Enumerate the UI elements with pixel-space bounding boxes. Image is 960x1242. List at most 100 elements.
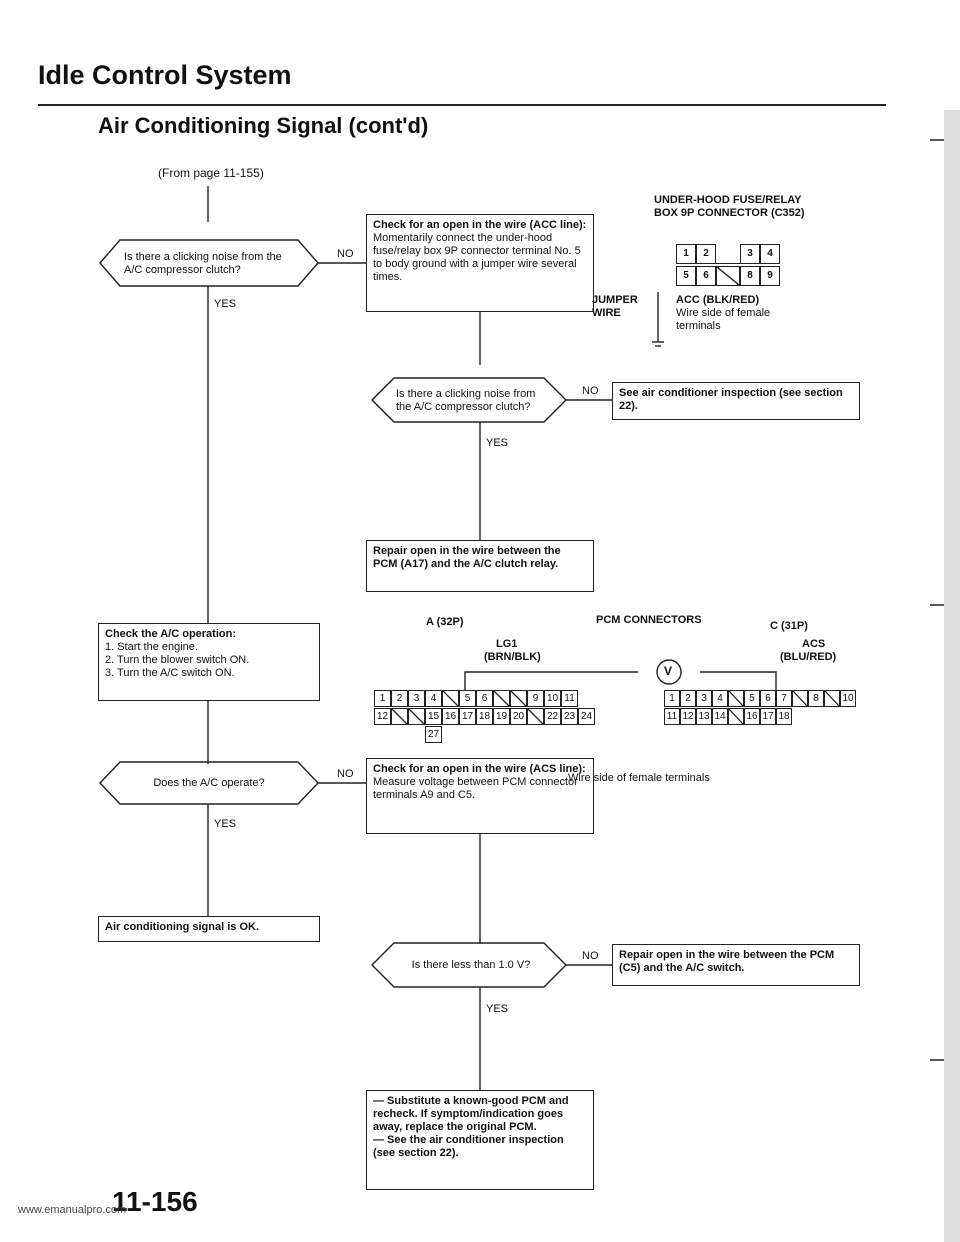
pcm-cell: 12 xyxy=(374,708,391,725)
pcm-cell: 11 xyxy=(664,708,680,725)
pcm-cell: 6 xyxy=(760,690,776,707)
pcm-cell-empty xyxy=(728,690,744,707)
pcm-cell: 4 xyxy=(712,690,728,707)
pcm-c-label: C (31P) xyxy=(770,620,808,632)
pcm-cell: 3 xyxy=(696,690,712,707)
fuse-note-line1: Wire side of female xyxy=(676,307,771,319)
fuse-connector-grid: 1 2 3 4 5 6 8 9 xyxy=(676,244,786,288)
fuse-cell: 3 xyxy=(740,244,760,264)
pcm-cell: 17 xyxy=(459,708,476,725)
pcm-cell: 18 xyxy=(476,708,493,725)
pcm-cell: 15 xyxy=(425,708,442,725)
pcm-cell: 5 xyxy=(744,690,760,707)
pcm-cell: 11 xyxy=(561,690,578,707)
pcm-cell-empty xyxy=(391,708,408,725)
check-open-acs-head: Check for an open in the wire (ACS line)… xyxy=(373,763,586,775)
fuse-cell-empty xyxy=(716,244,740,264)
acs-color: (BLU/RED) xyxy=(780,651,837,663)
pcm-cell-empty xyxy=(510,690,527,707)
fuse-cell-empty xyxy=(716,266,740,286)
page-title: Idle Control System xyxy=(38,60,292,90)
signal-ok-box: Air conditioning signal is OK. xyxy=(98,916,320,942)
repair-c5-box: Repair open in the wire between the PCM … xyxy=(612,944,860,986)
voltmeter-symbol: V xyxy=(664,664,673,678)
pcm-cell: 10 xyxy=(544,690,561,707)
pcm-cell: 27 xyxy=(425,726,442,743)
acs-label: ACS (BLU/RED) xyxy=(780,638,836,664)
pcm-cell: 17 xyxy=(760,708,776,725)
fuse-cell: 8 xyxy=(740,266,760,286)
pcm-cell-empty xyxy=(824,690,840,707)
acc-wire-color: ACC (BLK/RED) xyxy=(676,294,760,306)
fuse-cell: 5 xyxy=(676,266,696,286)
question-clicking-noise-2: Is there a clicking noise from the A/C c… xyxy=(396,388,536,413)
jumper-wire-line1: JUMPER xyxy=(592,294,638,306)
q2-yes-label: YES xyxy=(486,437,509,449)
q2-no-label: NO xyxy=(582,385,599,397)
question-ac-operate: Does the A/C operate? xyxy=(153,777,265,789)
pcm-cell-empty xyxy=(792,690,808,707)
q1-yes-label: YES xyxy=(214,298,237,310)
substitute-pcm-text: — Substitute a known-good PCM and rechec… xyxy=(373,1095,569,1133)
jumper-wire-label: JUMPER WIRE xyxy=(592,294,638,320)
pcm-cell: 10 xyxy=(840,690,856,707)
repair-a17-text: Repair open in the wire between the PCM … xyxy=(373,545,561,570)
check-open-acc-head: Check for an open in the wire (ACC line)… xyxy=(373,219,587,231)
fuse-connector-title: UNDER-HOOD FUSE/RELAY BOX 9P CONNECTOR (… xyxy=(654,194,805,220)
pcm-cell: 22 xyxy=(544,708,561,725)
pcm-cell: 4 xyxy=(425,690,442,707)
pcm-cell: 2 xyxy=(391,690,408,707)
substitute-pcm-box: — Substitute a known-good PCM and rechec… xyxy=(366,1090,594,1190)
acs-name: ACS xyxy=(802,638,826,650)
pcm-cell-empty xyxy=(408,708,425,725)
pcm-cell: 5 xyxy=(459,690,476,707)
pcm-cell-empty xyxy=(728,708,744,725)
fuse-cell: 9 xyxy=(760,266,780,286)
fuse-cell: 2 xyxy=(696,244,716,264)
fuse-note-line2: terminals xyxy=(676,320,721,332)
pcm-a-label: A (32P) xyxy=(426,616,464,628)
fuse-connector-title-line2: BOX 9P CONNECTOR (C352) xyxy=(654,207,805,219)
pcm-cell-empty xyxy=(527,708,544,725)
lg1-label: LG1 (BRN/BLK) xyxy=(484,638,541,664)
q3-no-label: NO xyxy=(337,768,354,780)
repair-a17-box: Repair open in the wire between the PCM … xyxy=(366,540,594,592)
pcm-cell: 14 xyxy=(712,708,728,725)
see-ac-inspection-note: — See the air conditioner inspection (se… xyxy=(373,1134,564,1159)
check-open-acc-box: Check for an open in the wire (ACC line)… xyxy=(366,214,594,312)
question-clicking-noise-1: Is there a clicking noise from the A/C c… xyxy=(124,251,282,276)
pcm-cell-empty xyxy=(442,690,459,707)
see-ac-inspection-text: See air conditioner inspection (see sect… xyxy=(619,387,843,412)
check-ac-operation-head: Check the A/C operation: xyxy=(105,628,236,640)
pcm-cell-empty xyxy=(493,690,510,707)
page-number: 11-156 xyxy=(112,1186,198,1217)
from-page-note: (From page 11-155) xyxy=(158,166,264,180)
pcm-cell: 1 xyxy=(374,690,391,707)
pcm-cell: 3 xyxy=(408,690,425,707)
pcm-cell: 16 xyxy=(442,708,459,725)
pcm-cell: 9 xyxy=(527,690,544,707)
section-subtitle: Air Conditioning Signal (cont'd) xyxy=(98,113,429,138)
see-ac-inspection-box: See air conditioner inspection (see sect… xyxy=(612,382,860,420)
fuse-cell: 6 xyxy=(696,266,716,286)
lg1-name: LG1 xyxy=(496,638,518,650)
check-open-acs-box: Check for an open in the wire (ACS line)… xyxy=(366,758,594,834)
acc-wire-label: ACC (BLK/RED) Wire side of female termin… xyxy=(676,294,770,333)
check-ac-operation-box: Check the A/C operation: 1. Start the en… xyxy=(98,623,320,701)
pcm-cell: 23 xyxy=(561,708,578,725)
pcm-cell: 18 xyxy=(776,708,792,725)
pcm-cell: 20 xyxy=(510,708,527,725)
pcm-cell: 8 xyxy=(808,690,824,707)
jumper-wire-line2: WIRE xyxy=(592,307,621,319)
pcm-cell: 7 xyxy=(776,690,792,707)
q4-yes-label: YES xyxy=(486,1003,509,1015)
check-open-acc-body: Momentarily connect the under-hood fuse/… xyxy=(373,232,581,283)
q4-no-label: NO xyxy=(582,950,599,962)
q1-no-label: NO xyxy=(337,248,354,260)
pcm-cell: 24 xyxy=(578,708,595,725)
pcm-cell: 13 xyxy=(696,708,712,725)
check-ac-step-1: 1. Start the engine. xyxy=(105,641,198,653)
